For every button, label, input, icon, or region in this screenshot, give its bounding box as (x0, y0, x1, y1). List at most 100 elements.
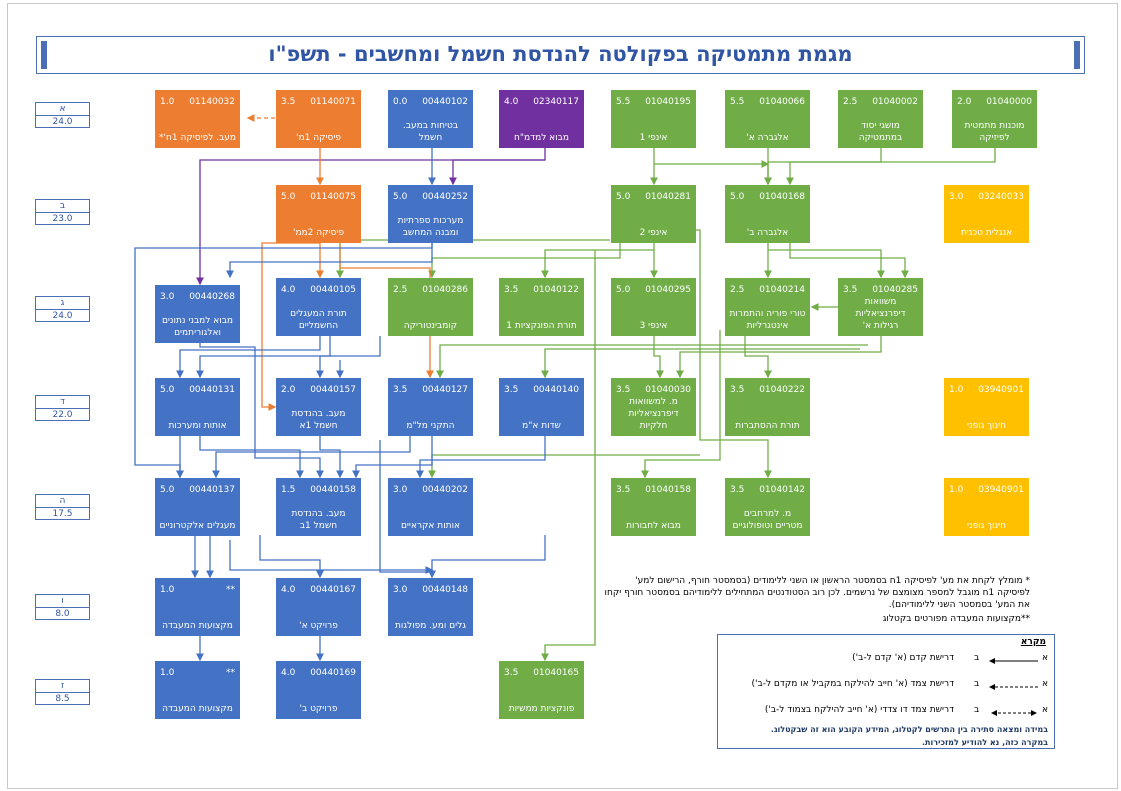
course-points: 3.5 (504, 285, 519, 295)
course-name: טורי פוריה והתמרות אינטגרליות (729, 309, 806, 331)
course-code: 03940901 (978, 385, 1024, 395)
course-name: מעב. בהנדסת חשמל 1ב (291, 509, 346, 531)
course-name: התקני מל"מ (406, 421, 455, 431)
semester-name: ה (36, 495, 89, 508)
course-code: 01040066 (759, 97, 805, 107)
course-name: תורת ההסתברות (735, 421, 800, 431)
course-points: 4.0 (281, 585, 296, 595)
semester-points: 24.0 (52, 117, 73, 127)
course-code: 01140071 (310, 97, 356, 107)
course-code: 01040030 (645, 385, 691, 395)
semester-name: ו (36, 595, 89, 608)
course-points: 3.5 (730, 385, 745, 395)
course-name: קומבינטוריקה (403, 321, 458, 331)
course-points: 5.0 (616, 192, 631, 202)
course-code: 00440105 (310, 285, 356, 295)
course-code: 01040165 (533, 668, 579, 678)
course-name: אינפי 3 (639, 321, 668, 331)
course-code: 03940901 (978, 485, 1024, 495)
course-points: 2.5 (393, 285, 408, 295)
course-points: 5.0 (393, 192, 408, 202)
course-node[interactable]: 1.0**מקצועות המעבדה (155, 661, 240, 719)
semester-points: 23.0 (52, 214, 73, 224)
course-code: 02340117 (533, 97, 579, 107)
course-name: חינוך גופני (966, 521, 1007, 531)
page-title: מגמת מתמטיקה בפקולטה להנדסת חשמל ומחשבים… (268, 42, 853, 66)
legend-row-prerequisite: א דרישת קדם (א' קדם ל-ב') ב (718, 653, 1054, 667)
course-code: 01140032 (189, 97, 235, 107)
course-code: 01040158 (645, 485, 691, 495)
course-name: מושגי יסוד במתמטיקה (858, 121, 903, 143)
course-code: 00440140 (533, 385, 579, 395)
course-name: אותות ומערכות (168, 421, 227, 431)
course-code: 01040122 (533, 285, 579, 295)
course-points: 3.5 (504, 668, 519, 678)
course-name: אנגלית טכנית (960, 228, 1013, 238)
footnotes: * מומלץ לקחת את מע' לפיסיקה 1ח בסמסטר הר… (600, 575, 1030, 627)
course-points: 1.0 (160, 97, 175, 107)
course-name: תורת המעגלים החשמליים (290, 309, 347, 331)
legend-text: דרישת קדם (א' קדם ל-ב') (852, 653, 954, 663)
course-points: 5.0 (160, 485, 175, 495)
course-points: 3.5 (504, 385, 519, 395)
course-name: מעב. בהנדסת חשמל 1א (291, 409, 346, 431)
course-name: מקצועות המעבדה (162, 621, 233, 631)
course-code: 00440137 (189, 485, 235, 495)
course-code: 00440169 (310, 668, 356, 678)
course-points: 1.0 (949, 385, 964, 395)
course-name: אותות אקראיים (400, 521, 461, 531)
legend-b: ב (974, 653, 980, 663)
course-points: 3.0 (393, 485, 408, 495)
course-node[interactable]: 1.0**מקצועות המעבדה (155, 578, 240, 636)
course-code: 01040286 (422, 285, 468, 295)
course-node[interactable]: 1.0 03940901 חינוך גופני (944, 378, 1029, 436)
legend-footer-1: במידה ומצאה סתירה בין התרשים לקטלוג, המי… (770, 725, 1048, 734)
course-points: 2.5 (730, 285, 745, 295)
course-code: 01140075 (310, 192, 356, 202)
course-node[interactable]: 2.5 01040286 קומבינטוריקה (388, 278, 473, 336)
course-name: חינוך גופני (966, 421, 1007, 431)
semester-points: 17.5 (52, 509, 73, 519)
course-code: 00440268 (189, 292, 235, 302)
course-points: 3.5 (616, 485, 631, 495)
course-points: 5.0 (160, 385, 175, 395)
